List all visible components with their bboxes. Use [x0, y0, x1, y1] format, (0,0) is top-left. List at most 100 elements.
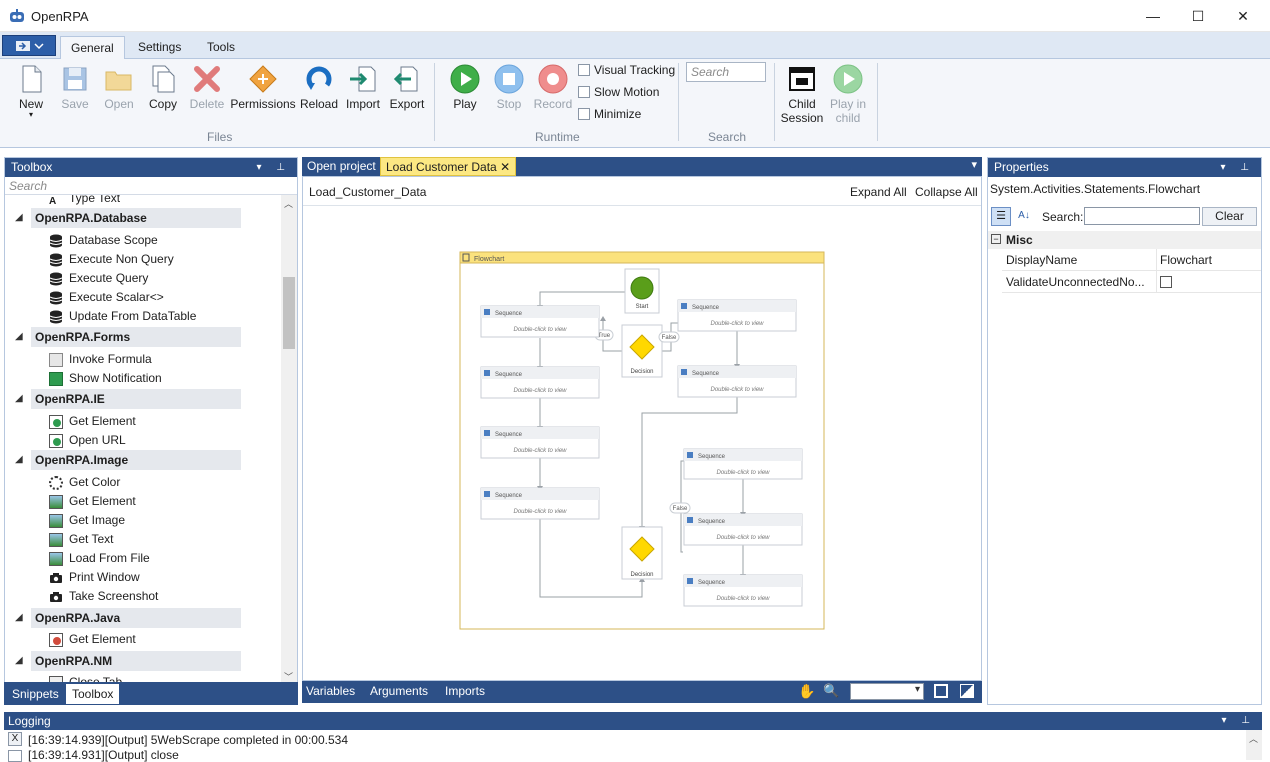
toolbox-item[interactable]: Show Notification: [49, 369, 162, 388]
toolbox-item[interactable]: Get Element: [49, 492, 136, 511]
log-checkbox[interactable]: [8, 750, 22, 762]
properties-category[interactable]: − Misc: [988, 231, 1261, 249]
play-in-child-button[interactable]: Play in child: [826, 63, 870, 125]
ribbon-search-input[interactable]: Search: [686, 62, 766, 82]
pan-hand-icon[interactable]: ✋: [798, 683, 816, 699]
zoom-select[interactable]: ▾: [850, 683, 924, 700]
visual-tracking-checkbox[interactable]: Visual Tracking: [578, 63, 675, 77]
sequence-activity[interactable]: Sequence Double-click to view: [480, 426, 600, 459]
save-button[interactable]: Save: [53, 63, 97, 111]
property-row[interactable]: ValidateUnconnectedNo...: [1002, 271, 1261, 293]
toolbox-item[interactable]: Load From File: [49, 549, 150, 568]
collapse-triangle-icon[interactable]: ◢: [15, 612, 23, 623]
property-row[interactable]: DisplayName Flowchart: [1002, 249, 1261, 271]
variables-tab[interactable]: Variables: [306, 684, 356, 698]
sequence-activity[interactable]: Sequence Double-click to view: [683, 574, 803, 607]
collapse-triangle-icon[interactable]: ◢: [15, 212, 23, 223]
minimize-checkbox[interactable]: Minimize: [578, 107, 641, 121]
toolbox-item[interactable]: Open URL: [49, 431, 126, 450]
panel-pin-icon[interactable]: ▾ ⊥: [1220, 162, 1255, 173]
scroll-up-icon[interactable]: ︿: [284, 199, 294, 209]
toolbox-item[interactable]: Update From DataTable: [49, 307, 196, 326]
sort-alpha-icon[interactable]: A↓: [1018, 210, 1030, 221]
slow-motion-checkbox[interactable]: Slow Motion: [578, 85, 659, 99]
toolbox-item[interactable]: Get Element: [49, 412, 136, 431]
sequence-activity[interactable]: Sequence Double-click to view: [683, 448, 803, 480]
sequence-activity[interactable]: Sequence Double-click to view: [677, 299, 797, 332]
tab-snippets[interactable]: Snippets: [12, 687, 59, 701]
close-tab-icon[interactable]: ✕: [500, 160, 511, 174]
fit-to-screen-icon[interactable]: [934, 684, 948, 698]
scroll-up-icon[interactable]: ︿: [1249, 734, 1259, 744]
toolbox-item[interactable]: Get Image: [49, 511, 125, 530]
tab-general[interactable]: General: [60, 36, 125, 60]
close-button[interactable]: ✕: [1237, 7, 1249, 24]
breadcrumb[interactable]: Load_Customer_Data: [309, 185, 427, 199]
collapse-icon[interactable]: −: [991, 234, 1001, 244]
tab-open-project[interactable]: Open project: [307, 159, 376, 173]
reload-button[interactable]: Reload: [297, 63, 341, 111]
categorized-view-icon[interactable]: ☰: [991, 207, 1011, 226]
maximize-button[interactable]: ☐: [1191, 7, 1205, 24]
flowchart-canvas[interactable]: Flowchart Start: [459, 251, 825, 631]
new-button[interactable]: New▾: [9, 63, 53, 119]
toolbox-item[interactable]: Invoke Formula: [49, 350, 152, 369]
sequence-activity[interactable]: Sequence Double-click to view: [480, 305, 600, 338]
overview-map-icon[interactable]: [960, 684, 974, 698]
imports-tab[interactable]: Imports: [445, 684, 486, 698]
application-menu-button[interactable]: [2, 35, 56, 56]
validate-checkbox[interactable]: [1160, 276, 1172, 288]
import-button[interactable]: Import: [341, 63, 385, 111]
decision-node[interactable]: Decision: [621, 324, 663, 378]
toolbox-item[interactable]: Database Scope: [49, 231, 158, 250]
scrollbar-thumb[interactable]: [283, 277, 295, 349]
toolbox-item[interactable]: Execute Query: [49, 269, 148, 288]
toolbox-category[interactable]: OpenRPA.Java: [31, 608, 241, 628]
collapse-all-button[interactable]: Collapse All: [915, 185, 978, 199]
tab-load-customer-data[interactable]: Load Customer Data ✕: [380, 157, 517, 176]
toolbox-scrollbar[interactable]: ︿ ﹀: [281, 195, 297, 685]
log-scrollbar[interactable]: ︿: [1246, 730, 1262, 760]
tab-toolbox[interactable]: Toolbox: [66, 684, 120, 704]
toolbox-item[interactable]: Close Tab: [49, 673, 122, 685]
toolbox-item[interactable]: Get Element: [49, 630, 136, 649]
toolbox-category[interactable]: OpenRPA.NM: [31, 651, 241, 671]
properties-search-input[interactable]: [1084, 207, 1200, 225]
arguments-tab[interactable]: Arguments: [370, 684, 429, 698]
sequence-activity[interactable]: Sequence Double-click to view: [480, 487, 600, 520]
collapse-triangle-icon[interactable]: ◢: [15, 454, 23, 465]
permissions-button[interactable]: Permissions: [230, 63, 296, 111]
open-button[interactable]: Open: [97, 63, 141, 111]
panel-pin-icon[interactable]: ▾ ⊥: [1221, 715, 1256, 726]
tab-overflow-icon[interactable]: ▾: [971, 159, 977, 171]
sequence-activity[interactable]: Sequence Double-click to view: [677, 365, 797, 398]
minimize-button[interactable]: —: [1146, 8, 1160, 24]
expand-all-button[interactable]: Expand All: [850, 185, 907, 199]
panel-pin-icon[interactable]: ▾ ⊥: [256, 162, 291, 173]
toolbox-category[interactable]: OpenRPA.Forms: [31, 327, 241, 347]
toolbox-item[interactable]: Execute Non Query: [49, 250, 174, 269]
copy-button[interactable]: Copy: [141, 63, 185, 111]
start-node[interactable]: Start: [624, 268, 660, 314]
sequence-activity[interactable]: Sequence Double-click to view: [683, 513, 803, 546]
record-button[interactable]: Record: [531, 63, 575, 111]
toolbox-item[interactable]: Get Text: [49, 530, 113, 549]
collapse-triangle-icon[interactable]: ◢: [15, 331, 23, 342]
toolbox-item[interactable]: Execute Scalar<>: [49, 288, 164, 307]
collapse-triangle-icon[interactable]: ◢: [15, 655, 23, 666]
clear-log-button[interactable]: X: [8, 732, 22, 746]
toolbox-category[interactable]: OpenRPA.IE: [31, 389, 241, 409]
zoom-magnifier-icon[interactable]: 🔍: [823, 683, 840, 698]
stop-button[interactable]: Stop: [487, 63, 531, 111]
decision-node[interactable]: Decision: [621, 526, 663, 580]
tab-tools[interactable]: Tools: [207, 40, 236, 54]
scroll-down-icon[interactable]: ﹀: [284, 672, 294, 682]
toolbox-category[interactable]: OpenRPA.Database: [31, 208, 241, 228]
play-button[interactable]: Play: [443, 63, 487, 111]
child-session-button[interactable]: Child Session: [780, 63, 824, 125]
collapse-triangle-icon[interactable]: ◢: [15, 393, 23, 404]
toolbox-search-input[interactable]: Search: [5, 177, 297, 195]
tab-settings[interactable]: Settings: [138, 40, 182, 54]
toolbox-category[interactable]: OpenRPA.Image: [31, 450, 241, 470]
